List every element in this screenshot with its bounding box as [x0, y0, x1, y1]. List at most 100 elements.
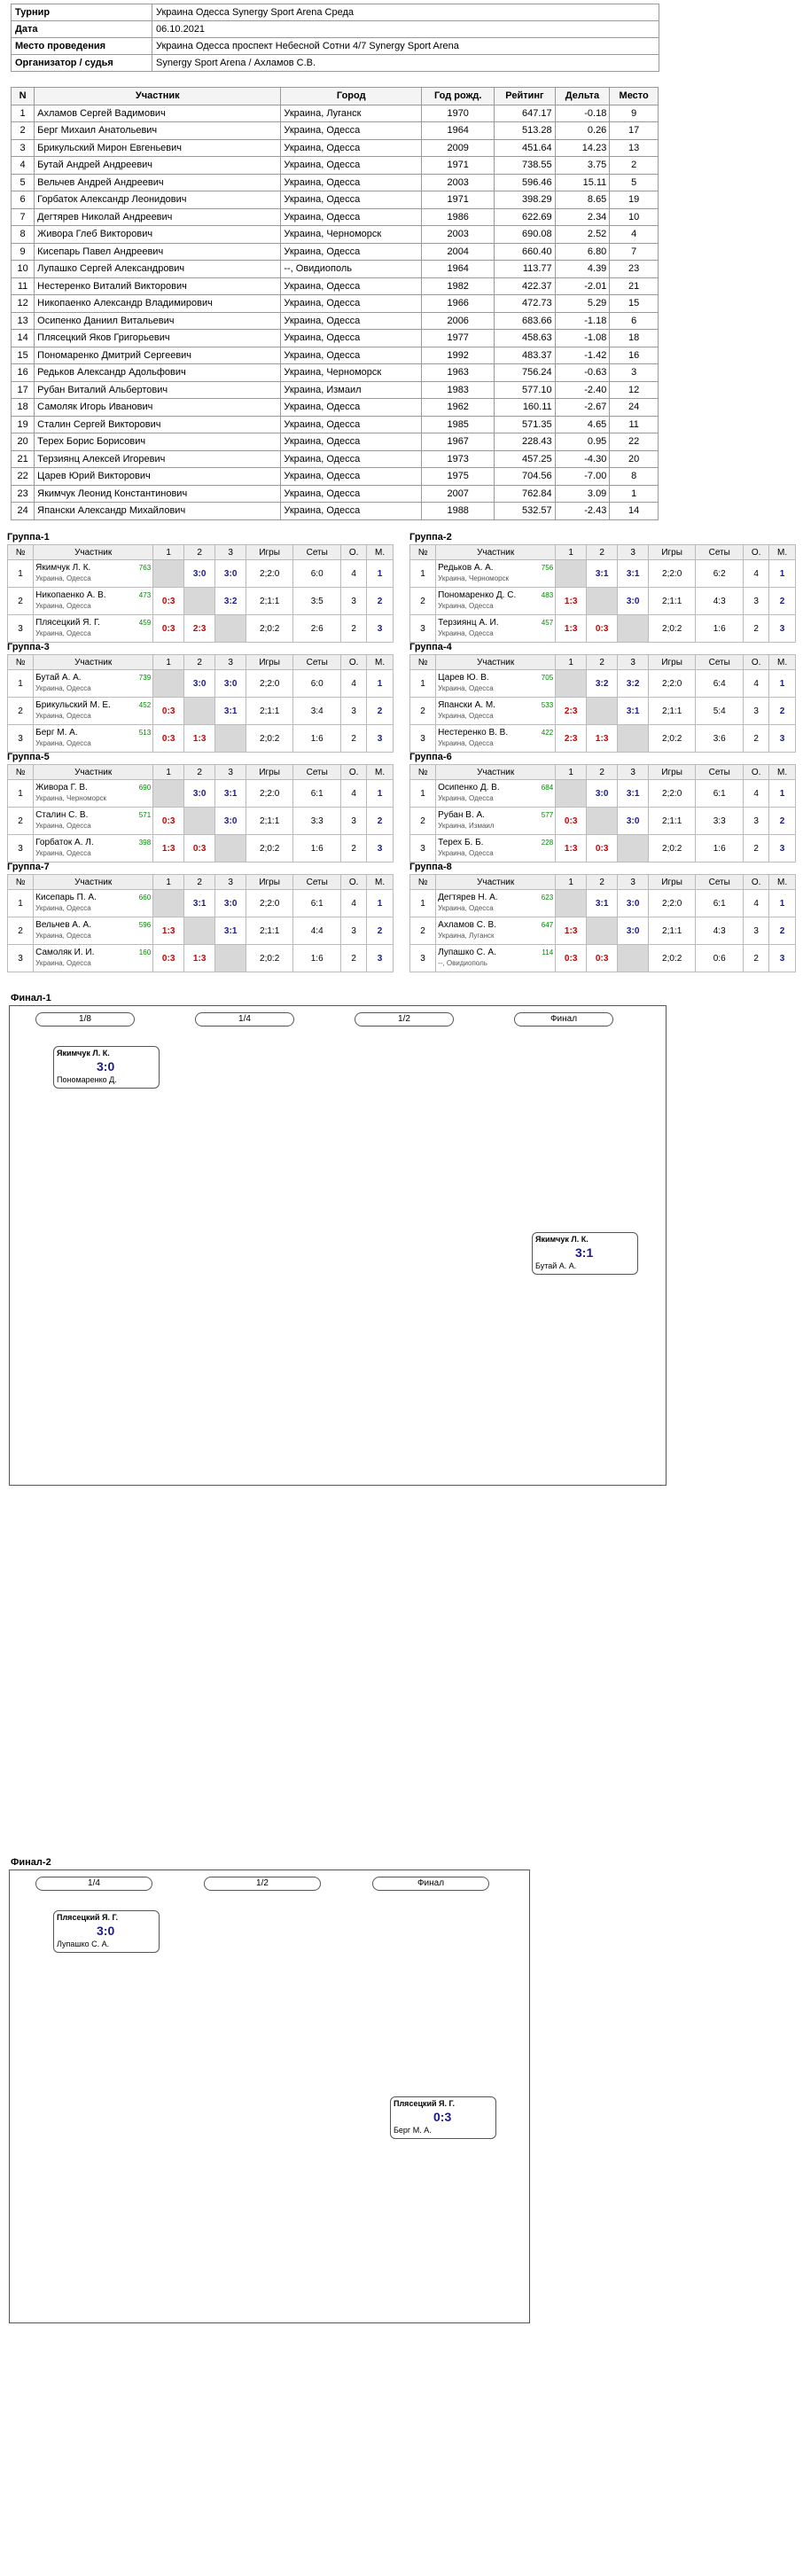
- player-rating: 457: [541, 619, 554, 627]
- group-num: 2: [409, 807, 437, 835]
- players-header-cell: Город: [280, 87, 423, 105]
- group-header-cell: М.: [768, 764, 796, 780]
- group-score-cell: 3:1: [617, 697, 650, 725]
- player-city: Украина, Одесса: [35, 822, 91, 830]
- group-header-cell: О.: [340, 764, 368, 780]
- match-player-2: Берг М. А.: [394, 2126, 432, 2135]
- players-header-cell: Участник: [34, 87, 282, 105]
- player-rating: 660: [138, 894, 152, 902]
- group-score-cell: [617, 724, 650, 753]
- group-header-cell: М.: [366, 874, 394, 890]
- group-place: 2: [768, 697, 796, 725]
- players-cell: 2: [10, 121, 35, 140]
- group-score-cell: 3:2: [617, 669, 650, 698]
- player-rating: 398: [138, 839, 152, 847]
- group-games: 2;1:1: [648, 807, 697, 835]
- player-rating: 577: [541, 811, 554, 819]
- group-points: 2: [743, 834, 770, 863]
- group-score-cell: 0:3: [555, 944, 588, 972]
- stage-label: 1/2: [355, 1012, 454, 1026]
- player-rating: 422: [541, 729, 554, 737]
- final-box: [9, 1005, 667, 1486]
- players-cell: Украина, Одесса: [280, 277, 423, 295]
- group-sets: 6:0: [292, 559, 342, 588]
- player-name: Нестеренко В. В.: [438, 728, 509, 738]
- group-header-cell: 1: [555, 874, 588, 890]
- group-place: 3: [366, 724, 394, 753]
- group-header-cell: 1: [152, 874, 185, 890]
- group-place: 3: [366, 944, 394, 972]
- group-title: Группа-4: [409, 642, 452, 652]
- group-num: 3: [409, 834, 437, 863]
- group-num: 3: [409, 944, 437, 972]
- player-rating: 473: [138, 591, 152, 599]
- match-player-1: Якимчук Л. К.: [535, 1235, 589, 1244]
- players-cell: 5: [10, 173, 35, 191]
- group-header-cell: Участник: [33, 654, 154, 670]
- players-cell: Терех Борис Борисович: [34, 433, 282, 451]
- players-cell: -2.43: [554, 502, 611, 520]
- players-cell: Берг Михаил Анатольевич: [34, 121, 282, 140]
- group-num: 1: [6, 559, 35, 588]
- group-header-cell: 3: [617, 544, 650, 560]
- group-score-cell: 1:3: [586, 724, 619, 753]
- players-cell: --, Овидиополь: [280, 260, 423, 278]
- player-name: Япански А. М.: [438, 700, 495, 710]
- players-cell: 2006: [421, 311, 495, 330]
- group-score-cell: 0:3: [152, 724, 185, 753]
- group-sets: 6:4: [695, 669, 745, 698]
- stage-label: 1/8: [35, 1012, 135, 1026]
- group-header-cell: Сеты: [695, 874, 745, 890]
- group-header-cell: Сеты: [292, 764, 342, 780]
- match-score: 3:0: [97, 1924, 115, 1938]
- players-cell: Якимчук Леонид Константинович: [34, 484, 282, 503]
- player-rating: 114: [542, 948, 554, 956]
- group-place: 1: [768, 669, 796, 698]
- group-score-cell: [617, 834, 650, 863]
- players-cell: Украина, Одесса: [280, 207, 423, 226]
- group-num: 1: [409, 889, 437, 917]
- group-place: 3: [366, 834, 394, 863]
- player-rating: 596: [138, 921, 152, 929]
- players-cell: -1.18: [554, 311, 611, 330]
- players-cell: 457.25: [494, 449, 556, 468]
- group-sets: 3:5: [292, 587, 342, 615]
- players-cell: Украина, Луганск: [280, 104, 423, 122]
- group-score-cell: 3:0: [214, 889, 247, 917]
- players-cell: Япански Александр Михайлович: [34, 502, 282, 520]
- group-sets: 5:4: [695, 697, 745, 725]
- players-header-cell: Рейтинг: [494, 87, 556, 105]
- match-score: 3:0: [97, 1059, 115, 1073]
- group-header-cell: 1: [555, 764, 588, 780]
- group-points: 3: [743, 917, 770, 945]
- players-cell: 1977: [421, 329, 495, 347]
- players-cell: 13: [10, 311, 35, 330]
- group-header-cell: 2: [586, 764, 619, 780]
- player-name: Самоляк И. И.: [35, 948, 95, 957]
- group-sets: 1:6: [695, 834, 745, 863]
- players-cell: 4.65: [554, 415, 611, 433]
- player-name: Никопаенко А. В.: [35, 590, 106, 600]
- group-points: 3: [743, 587, 770, 615]
- players-cell: Украина, Одесса: [280, 467, 423, 486]
- match-score: 0:3: [433, 2110, 452, 2124]
- group-games: 2;1:1: [246, 587, 294, 615]
- players-cell: 6.80: [554, 242, 611, 261]
